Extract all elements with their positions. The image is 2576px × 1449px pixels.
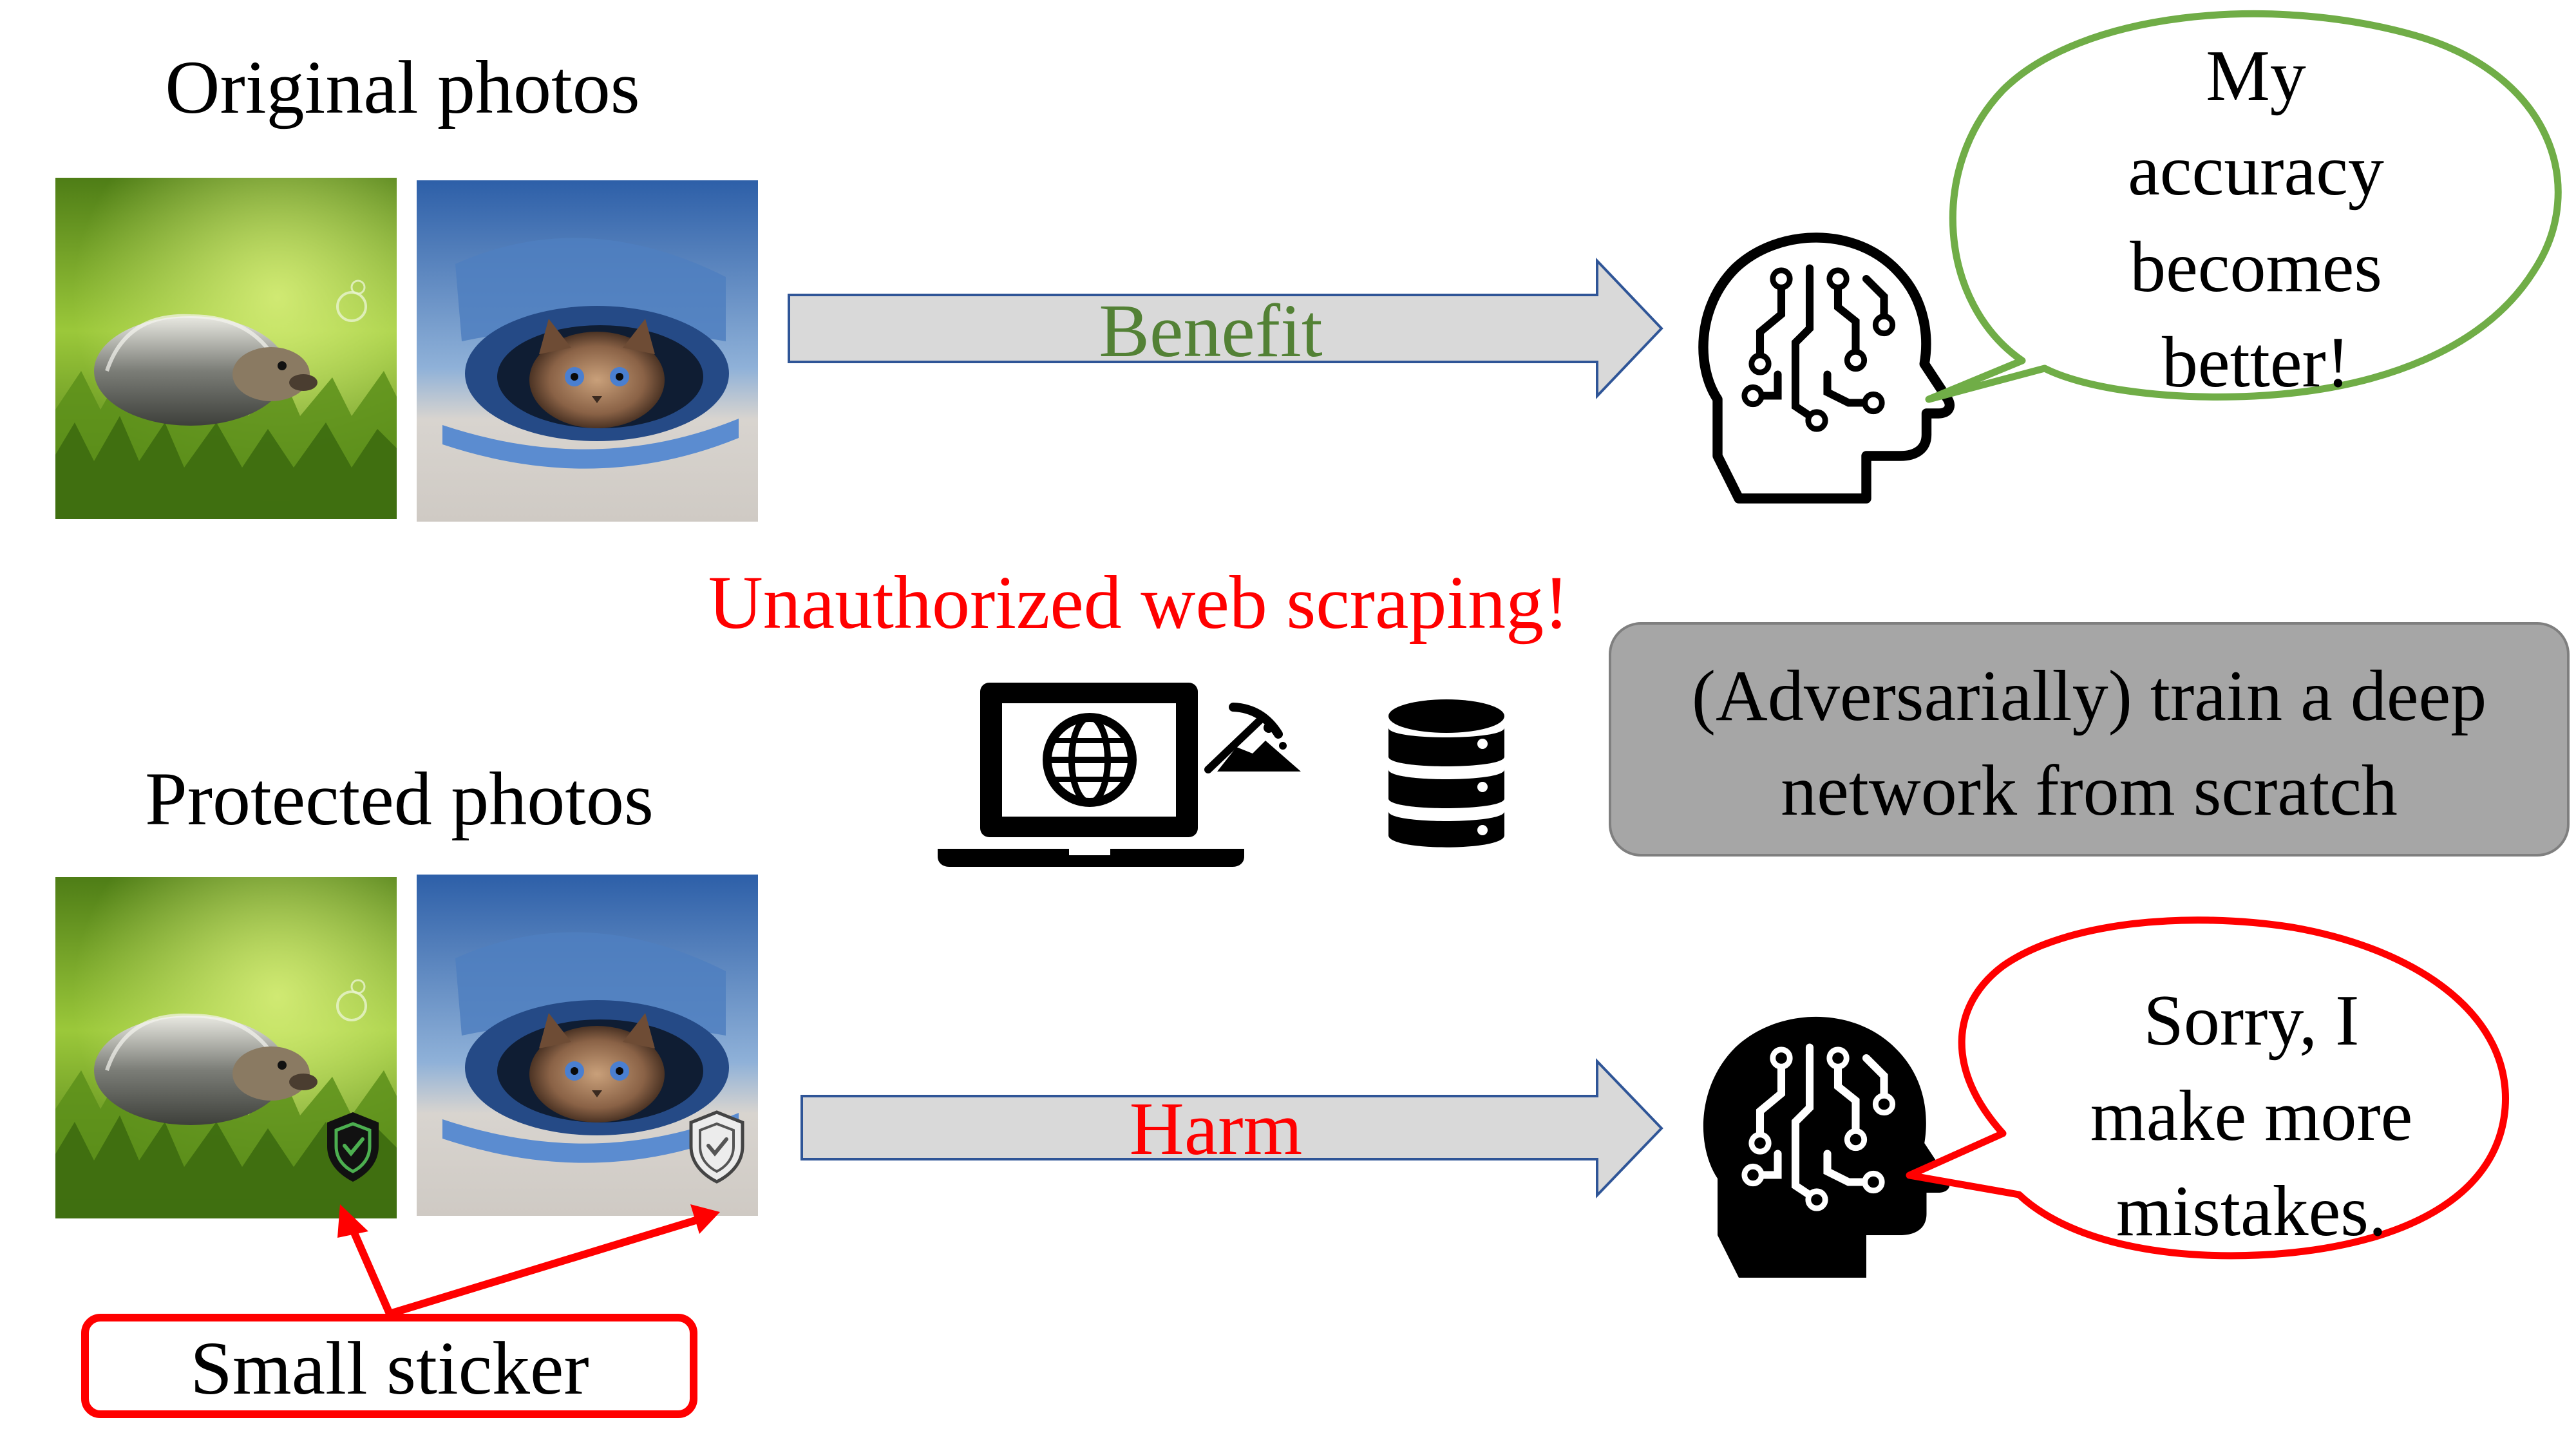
good-bubble-line-3: becomes: [2130, 227, 2382, 307]
training-box: [1609, 622, 2570, 857]
bad-bubble-line-3: mistakes.: [2116, 1171, 2387, 1251]
bad-bubble-line-2: make more: [2090, 1076, 2413, 1156]
harm-label: Harm: [1130, 1086, 1303, 1171]
scraping-label: Unauthorized web scraping!: [708, 560, 1569, 645]
sticker-pointer-arrows: [337, 1204, 720, 1318]
good-bubble-line-4: better!: [2162, 323, 2350, 402]
shield-check-icon: [689, 1110, 744, 1184]
training-line-2: network from scratch: [1781, 751, 2398, 831]
small-sticker-label: Small sticker: [190, 1326, 589, 1410]
protected-photos-title: Protected photos: [145, 757, 654, 841]
benefit-label: Benefit: [1099, 289, 1323, 373]
database-icon: [1388, 699, 1504, 848]
ai-brain-head-outline-icon: [1703, 238, 1949, 498]
original-photos-title: Original photos: [165, 45, 639, 129]
harm-arrow: [800, 1058, 1663, 1198]
original-hedgehog-photo: [55, 178, 397, 519]
bad-speech-bubble: [1906, 916, 2509, 1260]
benefit-arrow: [788, 258, 1663, 399]
good-bubble-line-1: My: [2206, 36, 2306, 116]
good-speech-bubble: [1925, 10, 2562, 403]
bad-bubble-line-1: Sorry, I: [2144, 981, 2360, 1061]
laptop-globe-pickaxe-icon: [938, 683, 1301, 867]
shield-check-icon: [327, 1112, 379, 1182]
training-line-1: (Adversarially) train a deep: [1692, 656, 2487, 736]
ai-brain-head-filled-icon: [1703, 1016, 1950, 1278]
good-bubble-line-2: accuracy: [2128, 131, 2384, 211]
original-kitten-photo: [417, 180, 758, 522]
small-sticker-box: [81, 1314, 697, 1418]
